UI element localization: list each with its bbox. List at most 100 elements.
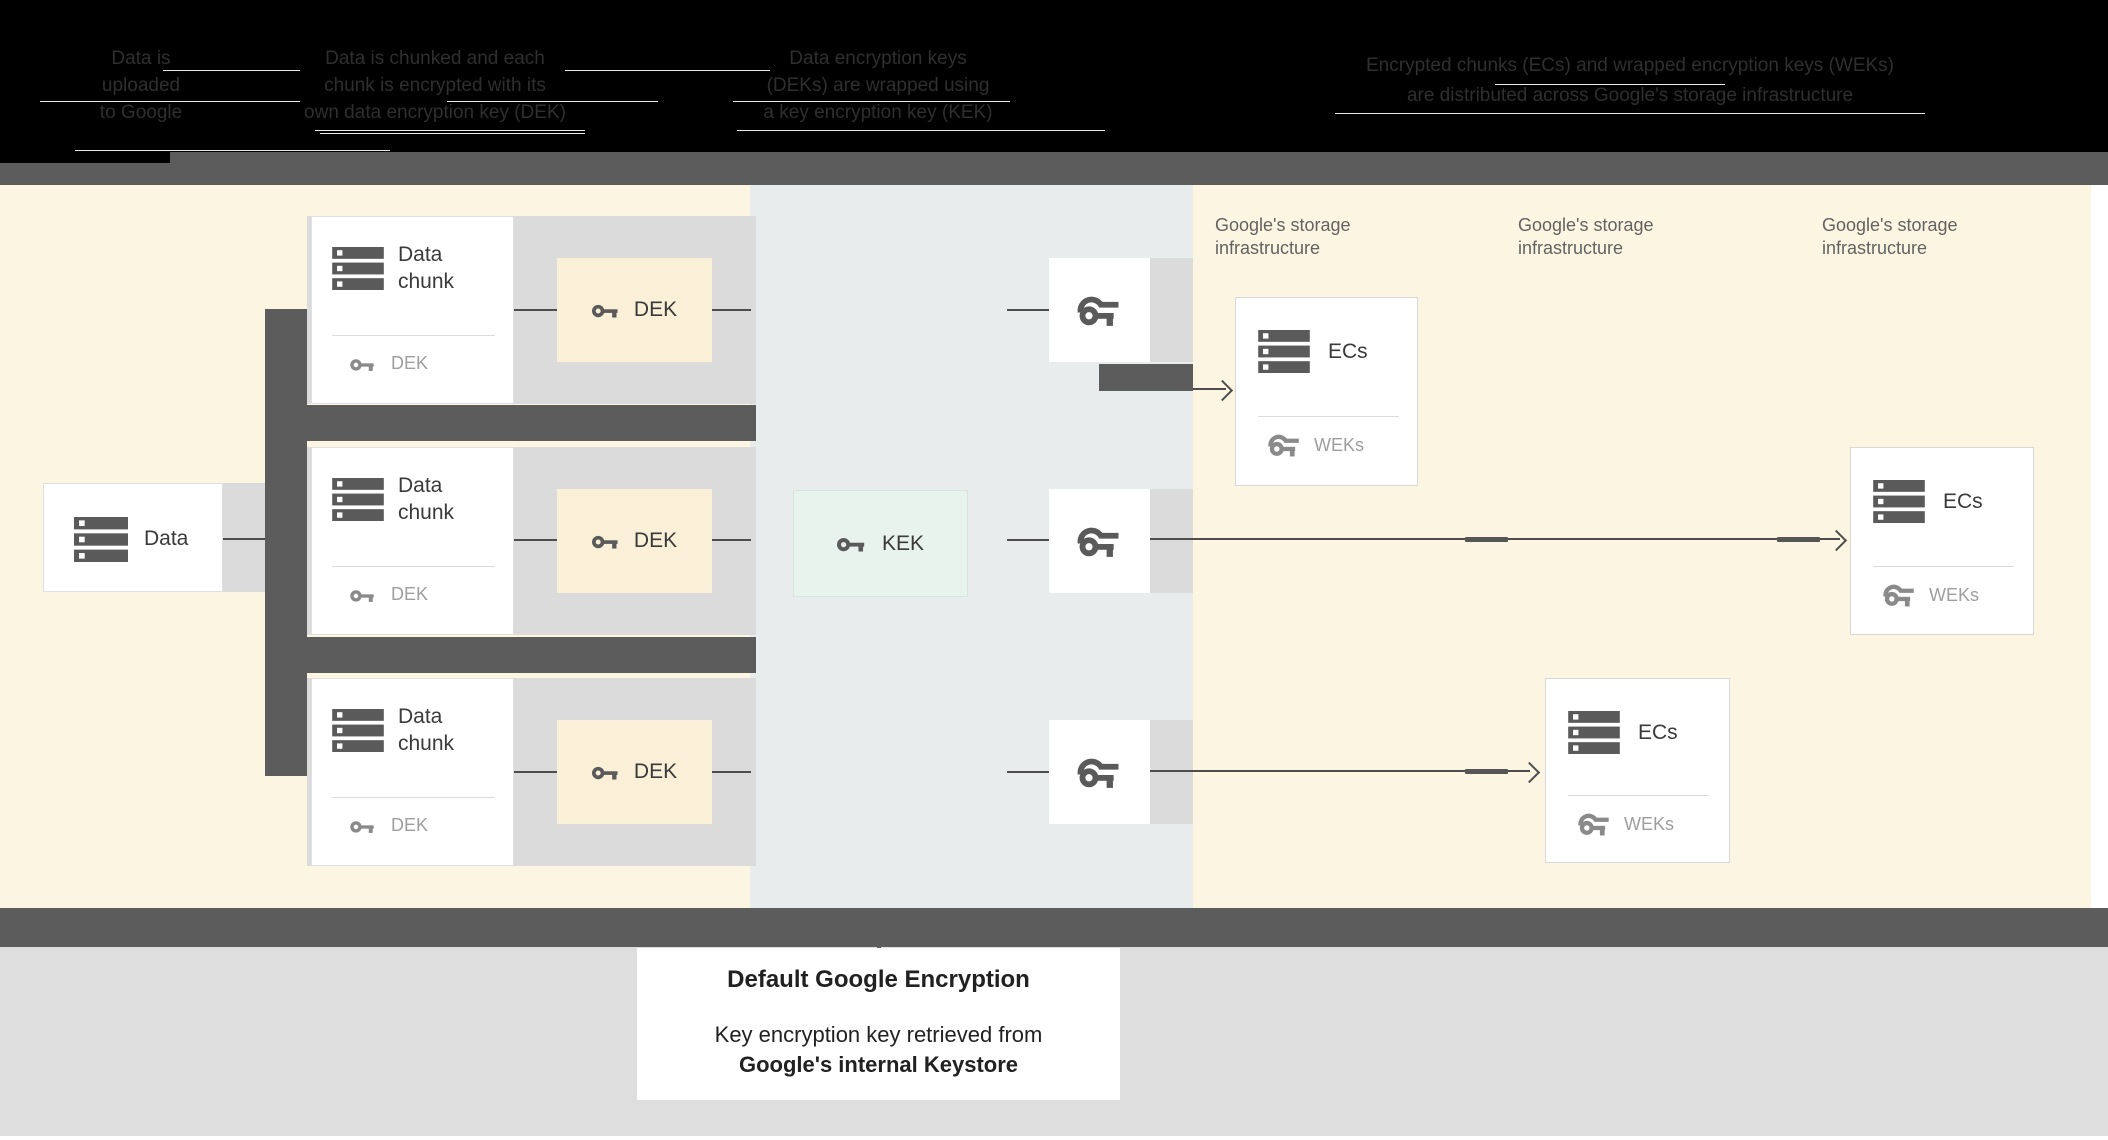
wrapped-key-icon [1268,431,1302,459]
step-text: a key encryption key (KEK) [763,102,993,123]
storage-infrastructure-label: Google's storage infrastructure [1518,214,1654,260]
header-step-2: Data is chunked and each chunk is encryp… [285,45,585,126]
dek-inline-row: DEK [350,353,428,374]
key-box-tab [1150,489,1193,593]
wrapped-key-box [1049,258,1150,362]
connector-line [514,771,557,773]
chunk-title-line: chunk [398,270,455,293]
connector-line [712,539,751,541]
kek-box-label: KEK [881,531,925,555]
label-line: infrastructure [1822,238,1928,258]
artifact-line [1335,113,1925,114]
step-text: own data encryption key (DEK) [304,102,566,123]
caption-title: Default Google Encryption [727,966,1030,993]
connector-line [712,771,751,773]
weks-row: WEKs [1578,810,1674,838]
flow-arrow-dash [1777,537,1820,542]
tree-branch-bar [265,637,756,673]
ec-title: ECs [1328,340,1368,363]
key-icon [592,300,623,320]
data-chunk-box: Data chunk DEK [311,678,514,866]
connector-line [514,539,557,541]
artifact-line [565,70,770,71]
dek-inline-label: DEK [391,815,429,835]
bottom-divider-band [0,908,2108,947]
step-text: Data is [111,48,171,69]
tree-branch-bar [265,405,756,441]
wrapped-key-icon [1077,292,1123,329]
artifact-line [737,130,1105,131]
header-band: Data is uploaded to Google Data is chunk… [0,0,2108,152]
label-line: Google's storage [1822,215,1958,235]
step-text: (DEKs) are wrapped using [766,75,990,96]
tree-trunk [265,309,307,776]
box-divider [1873,566,2014,567]
key-box-tab [1150,258,1193,362]
key-icon [592,531,623,551]
caption-line: Key encryption key retrieved from [714,1022,1043,1047]
server-icon [1568,711,1620,754]
connector-line [223,538,265,540]
wrapped-key-icon [1077,523,1123,560]
connector-line [514,309,557,311]
box-divider [1568,795,1709,796]
chunk-title-line: chunk [398,732,455,755]
step-text: are distributed across Google's storage … [1406,85,1854,106]
chunk-title-line: Data [398,474,443,497]
box-divider [332,797,495,798]
artifact-line [733,101,1010,102]
flow-arrow-line [1150,770,1530,772]
chunk-title: Data chunk [398,703,454,757]
ec-box: ECs WEKs [1235,297,1418,486]
dek-inline-row: DEK [350,584,428,605]
key-icon [350,586,379,604]
header-step-4: Encrypted chunks (ECs) and wrapped encry… [1280,51,1980,111]
header-notch [0,152,170,163]
step-text: to Google [99,102,183,123]
dek-inline-label: DEK [391,584,429,604]
flow-arrow-line [1193,388,1226,390]
ec-box: ECs WEKs [1545,678,1730,863]
dek-inline-row: DEK [350,815,428,836]
box-divider [332,566,495,567]
key-icon [350,817,379,835]
wrapped-key-box [1049,720,1150,824]
artifact-line [315,130,585,131]
server-icon [1873,480,1925,523]
top-divider-band [0,152,2108,185]
box-divider [332,335,495,336]
weks-row: WEKs [1268,431,1364,459]
storage-infrastructure-label: Google's storage infrastructure [1822,214,1958,260]
connector-panel [223,483,265,592]
header-step-1: Data is uploaded to Google [56,45,226,126]
artifact-line [75,150,390,151]
step-text: Data is chunked and each [325,48,545,69]
data-box-label: Data [144,527,189,550]
connector-line [712,309,751,311]
caption-box: Default Google Encryption Key encryption… [637,948,1120,1100]
label-line: Google's storage [1518,215,1654,235]
chunk-title-line: Data [398,243,443,266]
server-icon [332,709,384,752]
connector-line [1007,539,1049,541]
label-line: infrastructure [1215,238,1321,258]
flow-arrow-dash [1465,769,1508,774]
dek-box: DEK [557,720,712,824]
connector-line [1007,771,1049,773]
ec-box: ECs WEKs [1850,447,2034,635]
chunk-title: Data chunk [398,472,454,526]
server-icon [74,517,128,562]
key-box-tab [1150,720,1193,824]
wrapped-key-icon [1578,810,1612,838]
weks-row: WEKs [1883,581,1979,609]
artifact-line [447,101,658,102]
ec-title: ECs [1943,490,1983,513]
weks-label: WEKs [1624,813,1675,834]
data-chunk-box: Data chunk DEK [311,447,514,635]
weks-label: WEKs [1314,434,1365,455]
wrapped-key-icon [1077,754,1123,791]
step-text: Encrypted chunks (ECs) and wrapped encry… [1366,55,1894,76]
step-text: uploaded [101,75,181,96]
right-margin [2091,185,2108,908]
